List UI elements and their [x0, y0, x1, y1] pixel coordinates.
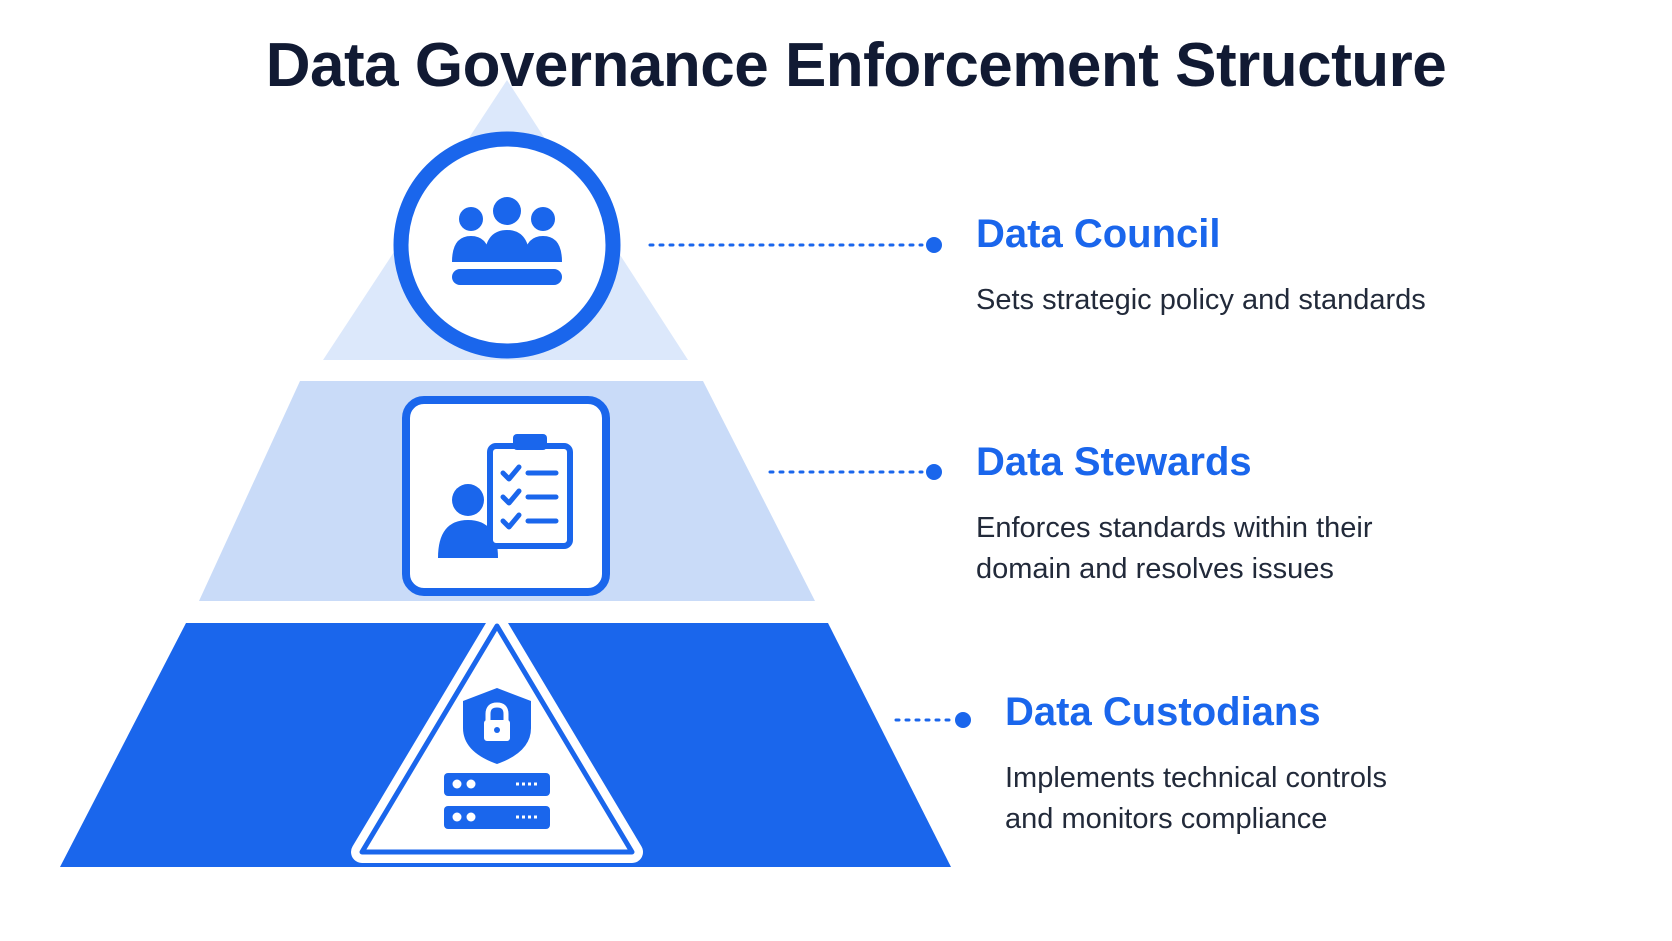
connector-data-custodians — [894, 712, 971, 728]
page-title: Data Governance Enforcement Structure — [265, 31, 1447, 100]
lock-icon — [463, 688, 531, 764]
person-checklist-icon — [402, 396, 610, 596]
tier-name: Data Council — [976, 212, 1221, 256]
people-group-icon — [393, 131, 621, 359]
server-icon — [444, 773, 550, 829]
connector-data-council — [648, 237, 942, 253]
tier-label-data-custodians: Data Custodians Implements technical con… — [1005, 690, 1565, 840]
tier-label-data-council: Data Council Sets strategic policy and s… — [976, 212, 1536, 321]
tier-description: Implements technical controls and monito… — [1005, 762, 1387, 835]
tier-description: Sets strategic policy and standards — [976, 284, 1426, 316]
shield-server-icon — [351, 615, 643, 863]
connector-data-stewards — [768, 464, 942, 480]
tier-label-data-stewards: Data Stewards Enforces standards within … — [976, 440, 1536, 590]
tier-name: Data Stewards — [976, 440, 1252, 484]
tier-name: Data Custodians — [1005, 690, 1321, 734]
tier-description: Enforces standards within their domain a… — [976, 512, 1373, 585]
